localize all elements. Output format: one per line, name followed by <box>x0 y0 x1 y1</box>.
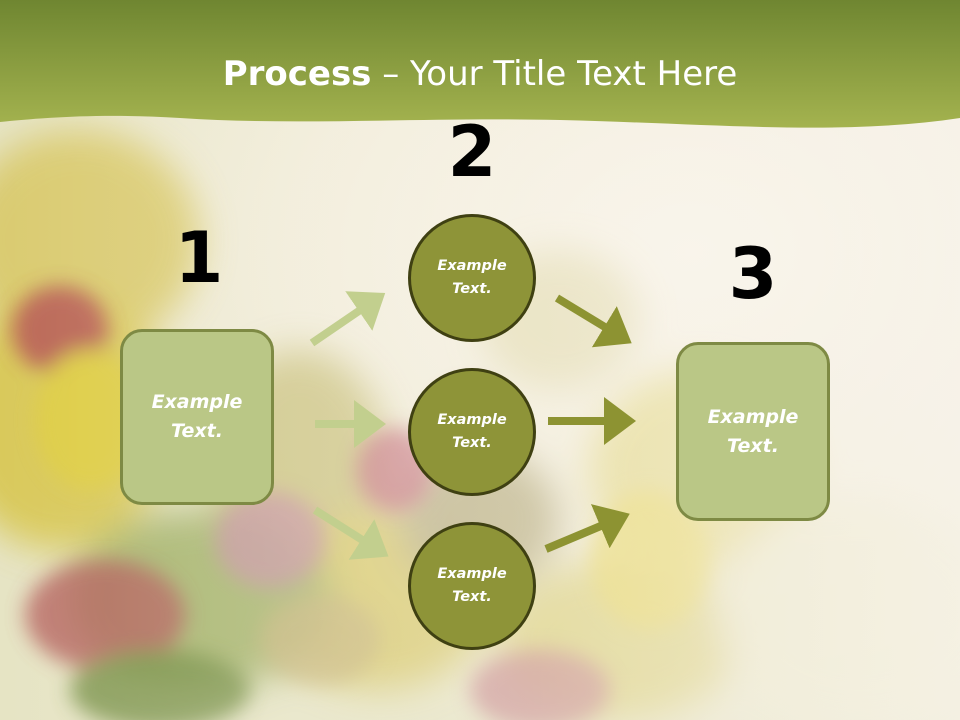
circle-step-2c: Example Text. <box>408 522 536 650</box>
title-bold: Process <box>222 54 372 94</box>
step-number-1: 1 <box>174 217 224 299</box>
circle-step-2b: Example Text. <box>408 368 536 496</box>
circle-step-2a-text: Example Text. <box>437 258 507 297</box>
arrow-circle3-to-box3 <box>544 504 630 553</box>
circle-step-2a: Example Text. <box>408 214 536 342</box>
step-number-2: 2 <box>447 111 497 193</box>
circle-step-2c-text: Example Text. <box>437 566 507 605</box>
circle-step-2b-text: Example Text. <box>437 412 507 451</box>
header-band <box>0 0 960 128</box>
title-rest: – Your Title Text Here <box>371 54 738 94</box>
arrow-circle1-to-box3 <box>554 294 632 348</box>
arrow-box1-to-circle1 <box>309 291 386 347</box>
box-step-3: Example Text. <box>676 342 830 521</box>
arrow-box1-to-circle3 <box>312 506 389 560</box>
box-step-3-text: Example Text. <box>707 405 799 457</box>
box-step-1-text: Example Text. <box>151 391 243 442</box>
box-step-1: Example Text. <box>120 329 274 505</box>
slide-title: Process – Your Title Text Here <box>0 52 960 96</box>
step-number-3: 3 <box>728 233 778 315</box>
